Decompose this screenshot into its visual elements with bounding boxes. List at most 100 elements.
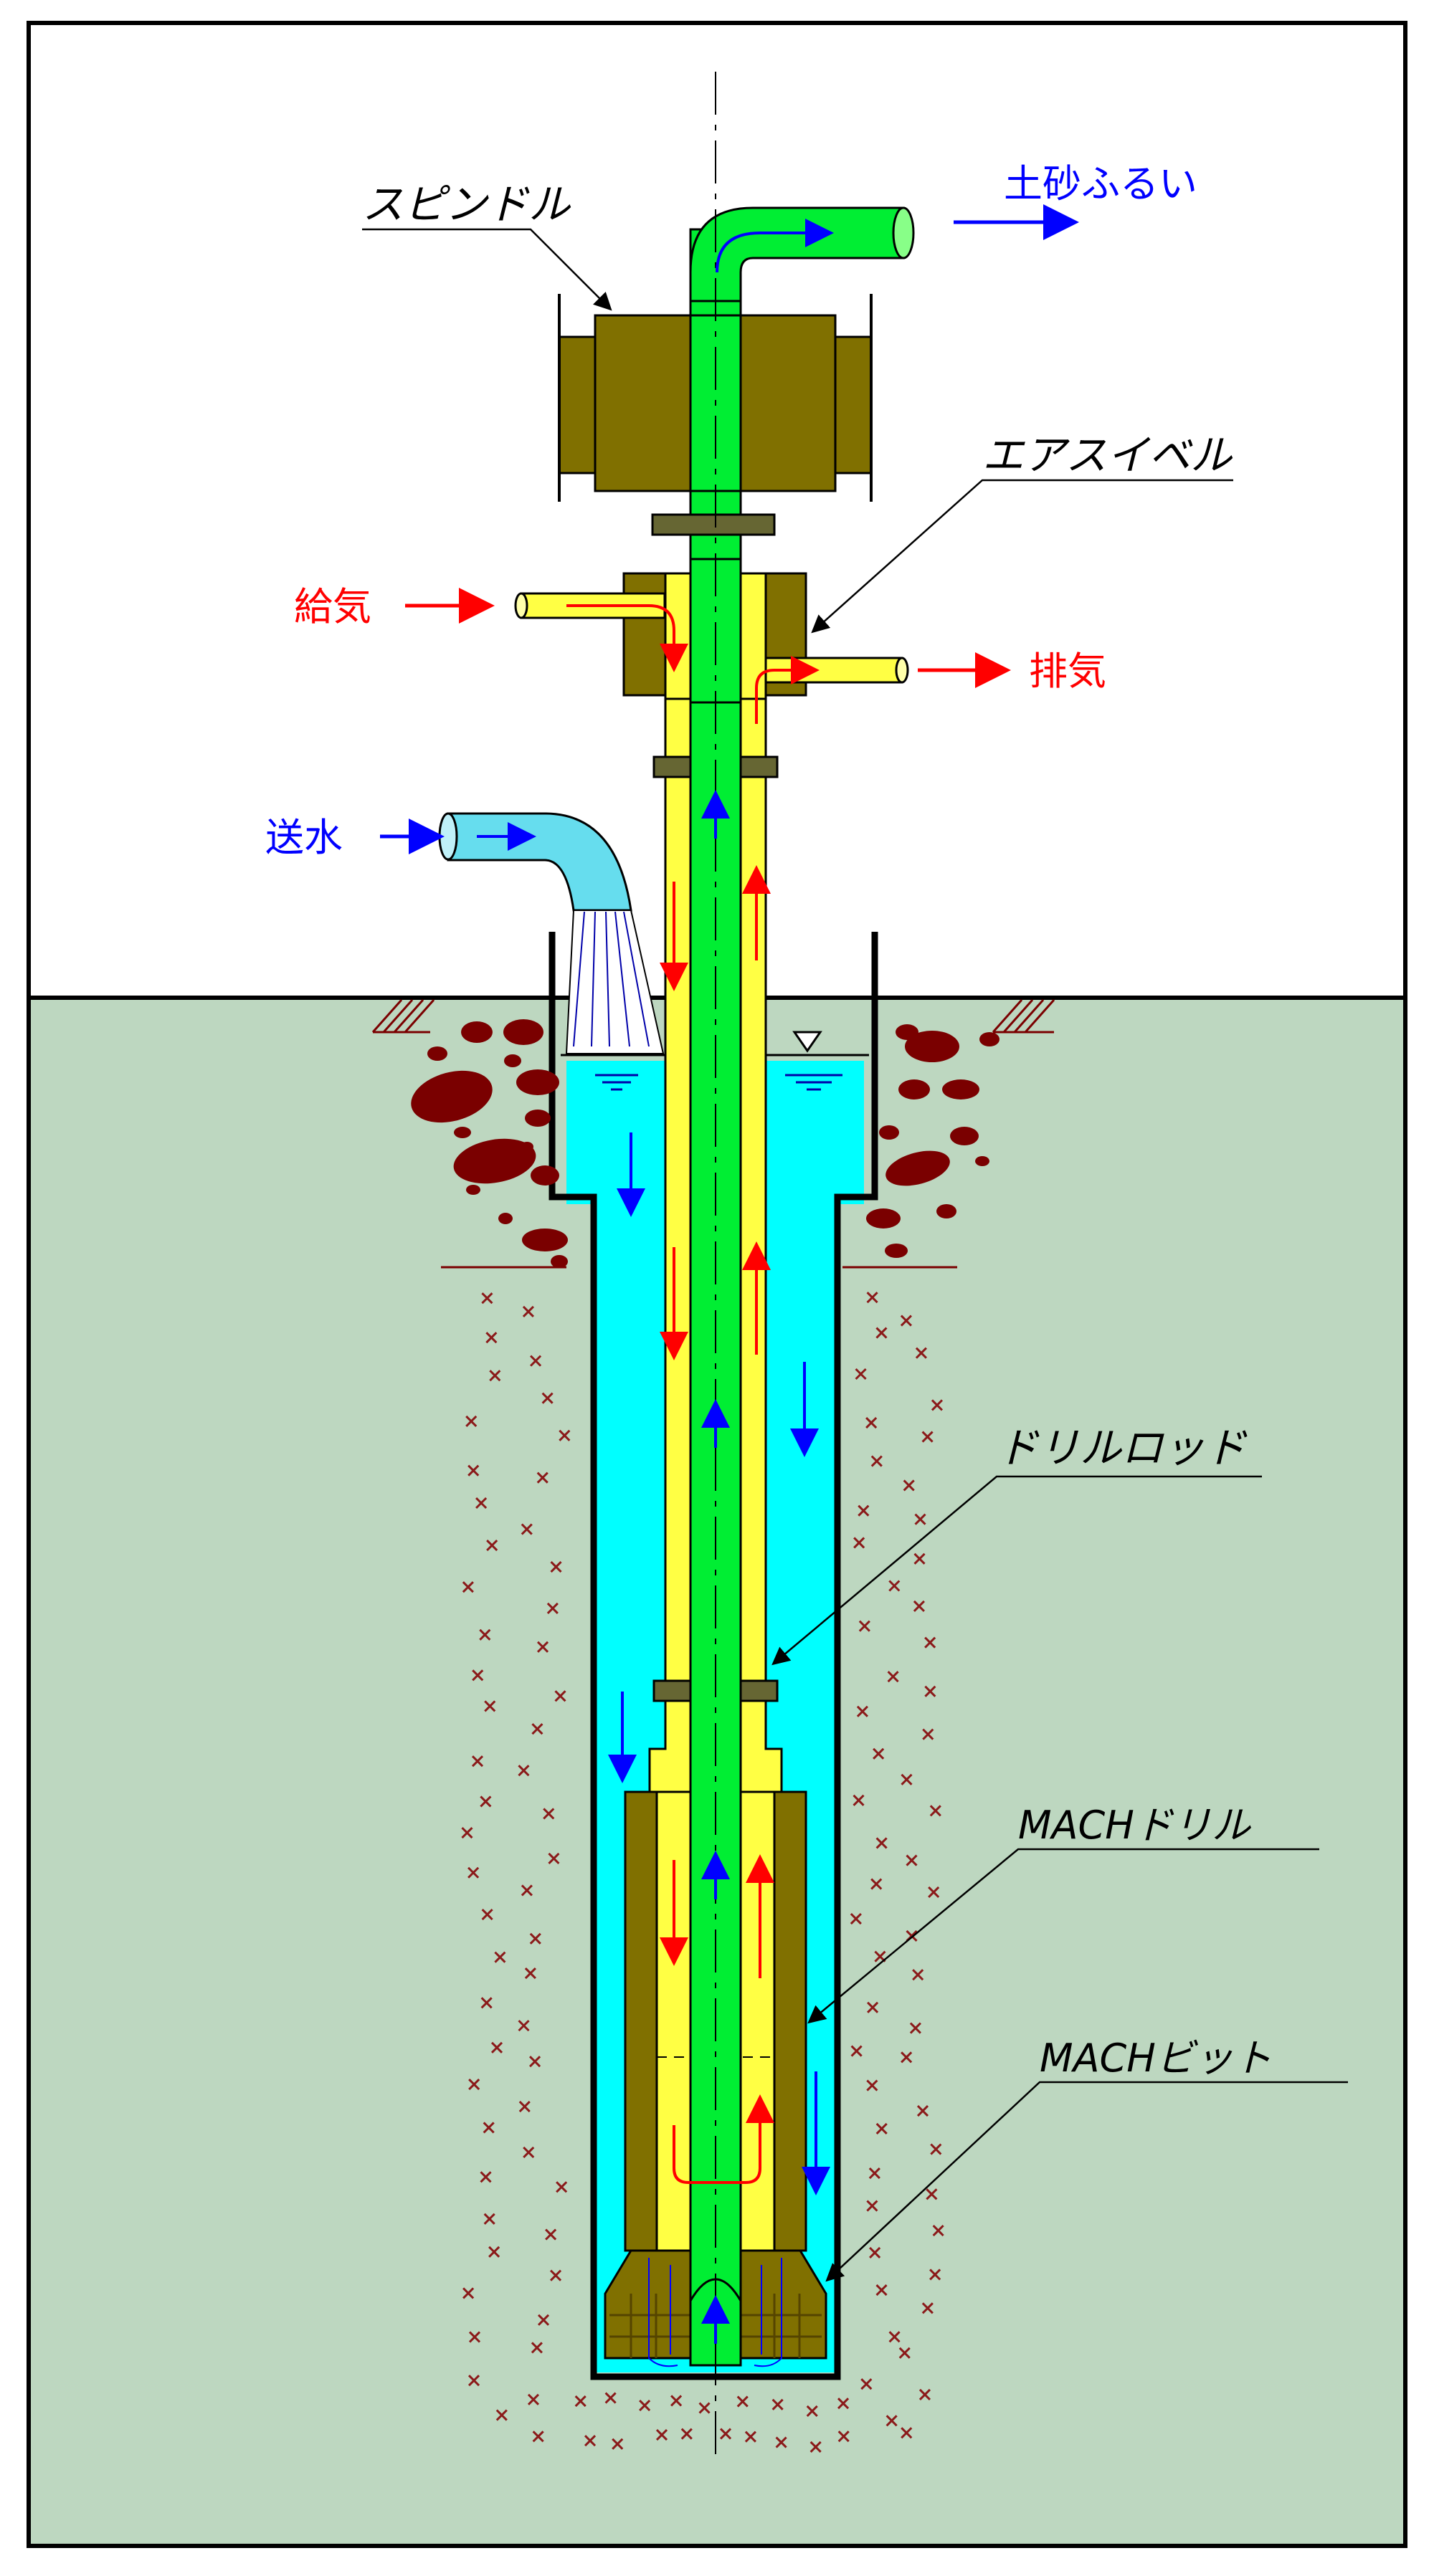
- bedrock-cross: [523, 2146, 535, 2159]
- bedrock-cross: [480, 1795, 492, 1808]
- bedrock-cross: [612, 2438, 624, 2450]
- bedrock-cross: [479, 1628, 491, 1641]
- bedrock-cross: [521, 1523, 533, 1535]
- bedrock-cross: [866, 1292, 878, 1304]
- water-level-symbol-right: [785, 1074, 842, 1091]
- bedrock-cross: [537, 2314, 550, 2326]
- bedrock-cross: [866, 2200, 878, 2212]
- bedrock-cross: [655, 2429, 668, 2441]
- bedrock-cross: [467, 2375, 480, 2387]
- bedrock-cross: [481, 1292, 493, 1304]
- bedrock-cross: [481, 1908, 493, 1921]
- bedrock-cross: [916, 2105, 929, 2117]
- bedrock-cross: [868, 2167, 880, 2180]
- bedrock-cross: [541, 1392, 554, 1404]
- bedrock-cross: [530, 1355, 542, 1367]
- bedrock-cross: [924, 1685, 936, 1697]
- bedrock-cross: [489, 1370, 501, 1382]
- bedrock-cross: [480, 1997, 493, 2009]
- water-level-symbol-left: [595, 1074, 638, 1091]
- rock-fragments-left: [411, 1019, 568, 1268]
- bedrock-cross: [549, 2269, 562, 2281]
- bedrock-cross: [931, 1399, 944, 1411]
- bedrock-cross: [906, 1854, 918, 1866]
- label-water-supply: 送水: [265, 815, 343, 860]
- bedrock-cross: [930, 2143, 942, 2155]
- bedrock-cross: [870, 1455, 883, 1467]
- bedrock-cross: [559, 1429, 571, 1441]
- bedrock-cross: [545, 2228, 557, 2241]
- gooseneck-outlet: [892, 206, 915, 259]
- air-supply-pipe-mouth: [514, 592, 528, 619]
- bedrock-cross: [536, 1471, 549, 1484]
- bedrock-cross: [900, 1315, 912, 1327]
- bedrock-cross: [584, 2435, 597, 2447]
- label-air-exhaust: 排気: [1029, 649, 1106, 694]
- bedrock-cross: [915, 1347, 927, 1359]
- bedrock-cross: [932, 2225, 944, 2237]
- bedrock-cross: [475, 1497, 488, 1509]
- bedrock-cross: [888, 2331, 901, 2343]
- label-soil-screen: 土砂ふるい: [1004, 161, 1197, 206]
- air-exhaust-pipe-mouth: [895, 657, 909, 684]
- bedrock-cross: [921, 2302, 934, 2314]
- bedrock-cross: [837, 2398, 850, 2410]
- bedrock-cross: [924, 1636, 936, 1649]
- bedrock-cross: [853, 1794, 865, 1806]
- label-mach-bit: MACHビット: [1040, 2036, 1272, 2081]
- bedrock-cross: [639, 2400, 651, 2412]
- bedrock-cross: [901, 1773, 913, 1785]
- bedrock-cross: [574, 2395, 587, 2408]
- bedrock-cross: [483, 2213, 495, 2225]
- bedrock-cross: [485, 1332, 498, 1344]
- bedrock-cross: [865, 1416, 878, 1429]
- bedrock-cross: [467, 1866, 480, 1879]
- bedrock-cross: [744, 2430, 756, 2443]
- bedrock-cross: [736, 2395, 749, 2408]
- bedrock-cross: [850, 2045, 863, 2057]
- bedrock-cross: [490, 2041, 503, 2053]
- bedrock-cross: [858, 1620, 870, 1632]
- bedrock-cross: [488, 2246, 500, 2258]
- bedrock-cross: [875, 2284, 888, 2296]
- bedrock-cross: [494, 1951, 506, 1963]
- bedrock-cross: [858, 1504, 870, 1517]
- bedrock-cross: [548, 1852, 560, 1865]
- spindle-flange-right: [834, 335, 873, 474]
- bedrock-cross: [719, 2428, 732, 2440]
- bedrock-cross: [471, 1755, 484, 1768]
- mach-bit-flow-lines: [648, 2258, 782, 2367]
- bedrock-cross: [771, 2398, 784, 2410]
- bedrock-cross: [543, 1808, 555, 1820]
- water-flow-arrows: [477, 219, 834, 2344]
- bedrock-cross: [518, 2100, 531, 2113]
- bedrock-cross: [680, 2428, 693, 2440]
- label-air-supply: 給気: [294, 584, 371, 629]
- bedrock-cross: [856, 1705, 868, 1717]
- bedrock-cross: [921, 1431, 934, 1443]
- water-level-triangle: [792, 1031, 822, 1053]
- water-stream: [565, 910, 665, 1054]
- bedrock-cross: [866, 2079, 878, 2091]
- spindle-flange-left: [558, 335, 597, 474]
- bedrock-cross: [875, 1327, 888, 1339]
- bedrock-cross: [775, 2436, 787, 2448]
- bedrock-cross: [809, 2441, 822, 2453]
- bedrock-cross: [855, 1368, 867, 1380]
- label-arrows: [380, 204, 1079, 854]
- bedrock-cross: [913, 1552, 926, 1565]
- bedrock-cross: [529, 2056, 541, 2068]
- air-flow-arrows: [566, 604, 820, 2184]
- bedrock-cross: [484, 1700, 496, 1712]
- label-air-swivel: エアスイベル: [982, 431, 1233, 480]
- bedrock-cross: [465, 1415, 478, 1427]
- bedrock-cross: [480, 2171, 492, 2183]
- bedrock-cross: [885, 2415, 898, 2427]
- bedrock-cross: [604, 2392, 617, 2404]
- bedrock-cross: [888, 1580, 901, 1592]
- bedrock-cross: [860, 2378, 873, 2390]
- bedrock-cross: [546, 1602, 559, 1615]
- bedrock-cross: [483, 2122, 495, 2134]
- bedrock-cross: [531, 1723, 543, 1735]
